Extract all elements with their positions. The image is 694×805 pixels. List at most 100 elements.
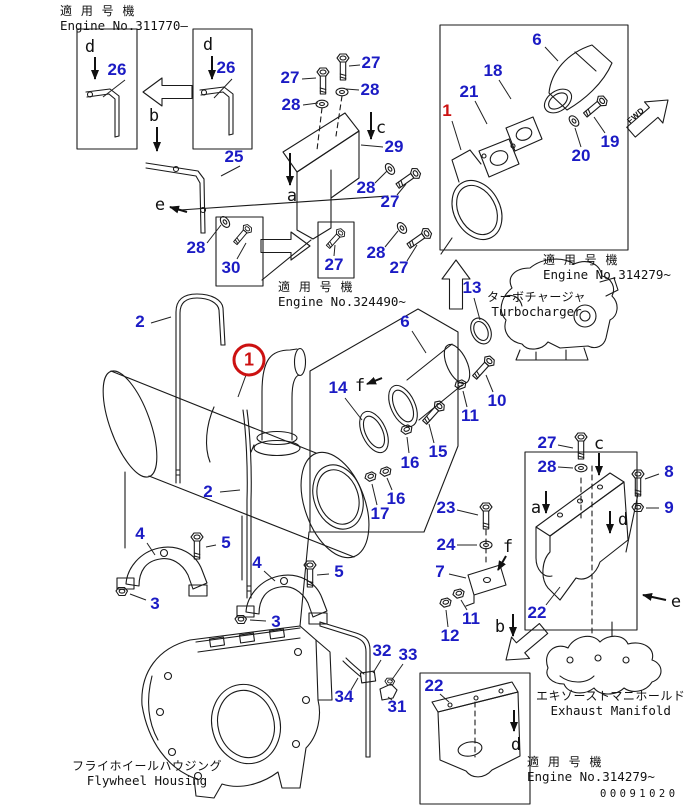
leader-line-12 (445, 609, 449, 628)
leader-line-32 (372, 659, 382, 674)
callout-1: 1 (442, 101, 452, 120)
outlet-pipe-6-art (543, 44, 613, 114)
callout-5: 5 (334, 562, 344, 581)
ref-letter-e: e (670, 592, 682, 612)
callout-11: 11 (462, 609, 480, 628)
applicability-en-top-left: Engine No.311770— (60, 18, 188, 34)
callout-26: 26 (107, 60, 127, 79)
leader-line-19 (593, 116, 606, 134)
callout-5: 5 (221, 533, 231, 552)
gasket-18-art (505, 116, 543, 152)
leader-line-28 (206, 224, 222, 244)
callout-14: 14 (328, 378, 348, 397)
callout-7: 7 (435, 562, 445, 581)
drain-tube-art (319, 621, 398, 758)
leader-line-7 (448, 573, 467, 579)
callout-3: 3 (271, 612, 281, 631)
callout-10: 10 (487, 391, 507, 410)
leader-line-27 (301, 77, 317, 80)
ref-letter-d: d (617, 510, 629, 530)
callout-27: 27 (389, 258, 409, 277)
ref-arrow-f (366, 376, 383, 385)
leader-line-4 (146, 542, 156, 556)
heat-shield-22-art (535, 432, 645, 635)
callout-27: 27 (280, 68, 300, 87)
callout-27: 27 (537, 433, 557, 452)
caption-jp-exhaust-manifold: エキゾーストマニホールド (536, 689, 686, 703)
callout-22: 22 (527, 603, 547, 622)
leader-line-22 (545, 586, 561, 606)
callout-27: 27 (324, 255, 344, 274)
leader-line-8 (644, 473, 660, 480)
leader-line-6 (544, 46, 559, 62)
caption-en-flywheel-housing: Flywheel Housing (86, 773, 208, 789)
ref-arrow-e (642, 593, 667, 601)
leader-line-11 (462, 390, 468, 408)
leader-line-34 (350, 677, 359, 691)
leader-line-3 (249, 619, 267, 622)
callout-2: 2 (203, 482, 213, 501)
bracket-7-art (438, 502, 507, 609)
callout-22: 22 (424, 676, 444, 695)
callout-31: 31 (387, 697, 407, 716)
leader-line-15 (428, 423, 435, 444)
callout-17: 17 (370, 504, 390, 523)
applicability-jp-center: 適 用 号 機 (278, 280, 355, 294)
leader-line-29 (360, 144, 384, 148)
ref-letter-b: b (494, 617, 506, 637)
leader-line-23 (456, 509, 479, 516)
leader-line-28 (345, 88, 360, 91)
clamp-13-art (470, 317, 492, 345)
callout-11: 11 (461, 406, 479, 425)
callout-23: 23 (436, 498, 456, 517)
leader-line-28 (374, 170, 388, 184)
callout-24: 24 (436, 535, 456, 554)
callout-21: 21 (459, 82, 479, 101)
callout-13: 13 (462, 278, 482, 297)
callout-9: 9 (664, 498, 674, 517)
leader-line-21 (474, 100, 488, 125)
exhaust-manifold-art (546, 621, 662, 695)
ref-letter-a: a (530, 498, 542, 518)
leader-line-26 (102, 79, 126, 98)
leader-line-2 (219, 489, 241, 493)
leader-line-1 (237, 374, 247, 398)
callout-28: 28 (360, 80, 380, 99)
callout-16: 16 (386, 489, 406, 508)
leader-line-22 (439, 693, 450, 703)
leader-line-31 (387, 696, 393, 701)
callout-27: 27 (361, 53, 381, 72)
callout-25: 25 (224, 147, 244, 166)
callout-32: 32 (372, 641, 392, 660)
ref-letter-f: f (354, 376, 366, 396)
ref-letter-c: c (375, 118, 387, 138)
leader-line-16 (406, 436, 410, 454)
caption-en-exhaust-manifold: Exhaust Manifold (550, 703, 671, 719)
strap-25 (145, 162, 207, 234)
ref-letter-e: e (154, 195, 166, 215)
applicability-jp-top-left: 適 用 号 機 (60, 4, 137, 18)
callout-34: 34 (334, 687, 354, 706)
leader-line-11 (460, 599, 468, 611)
leader-line-13 (473, 297, 481, 321)
callout-29: 29 (384, 137, 404, 156)
callout-28: 28 (281, 95, 301, 114)
callout-28: 28 (356, 178, 376, 197)
callout-3: 3 (150, 594, 160, 613)
leader-line-28 (384, 230, 399, 248)
ref-letter-d: d (510, 735, 522, 755)
callout-12: 12 (440, 626, 460, 645)
applicability-jp-top-right: 適 用 号 機 (543, 253, 620, 267)
leader-line-26 (213, 78, 233, 99)
leader-line-2 (150, 316, 172, 324)
ref-letter-d: d (84, 37, 96, 57)
lower-shield-22-art (431, 681, 521, 778)
